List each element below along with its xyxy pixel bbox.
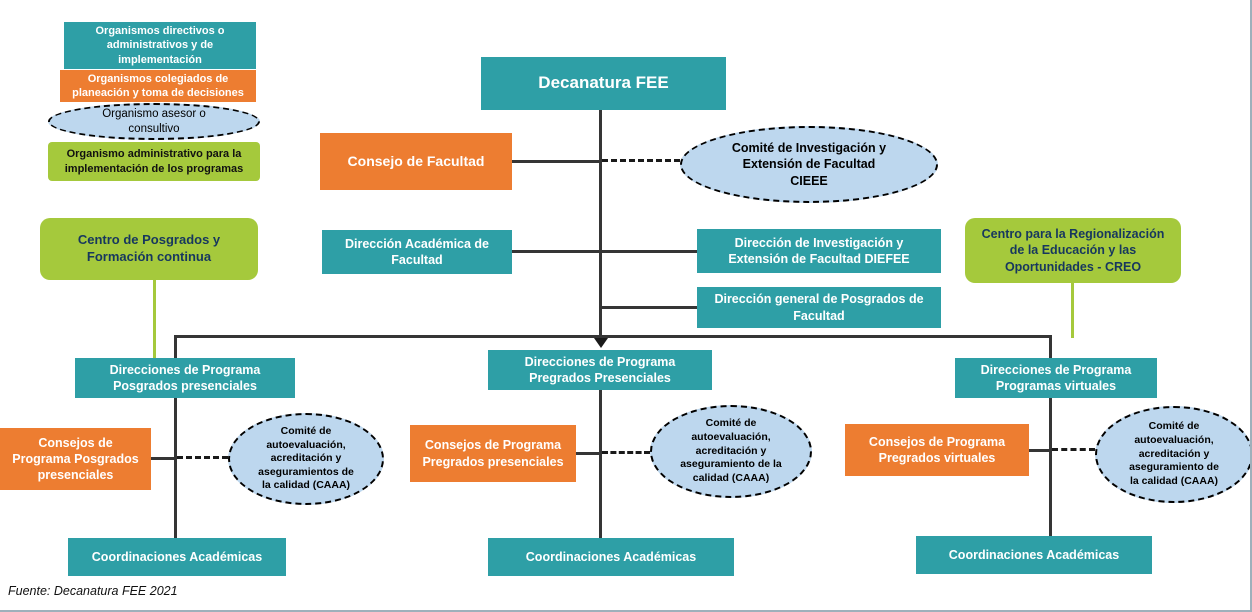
direcciones-pregrados-box: Direcciones de Programa Pregrados Presen… [488, 350, 712, 390]
connector-drop-right [1049, 335, 1052, 358]
coordinaciones-center-box: Coordinaciones Académicas [488, 538, 734, 576]
connector-drop-left [174, 335, 177, 358]
consejos-pregrados-box: Consejos de Programa Pregrados presencia… [410, 425, 576, 482]
comite-caaa-left-ellipse: Comité de autoevaluación, acreditación y… [228, 413, 384, 505]
legend-advisory-ellipse: Organismo asesor o consultivo [48, 103, 260, 140]
legend-collegiate-box: Organismos colegiados de planeación y to… [60, 70, 256, 102]
connector-branch-left [174, 398, 177, 538]
connector-spine-cieee-dashed [602, 159, 680, 162]
legend-directive-box: Organismos directivos o administrativos … [64, 22, 256, 69]
consejos-posgrados-box: Consejos de Programa Posgrados presencia… [0, 428, 151, 490]
connector-green-centro-posgrados [153, 280, 156, 358]
diefee-box: Dirección de Investigación y Extensión d… [697, 229, 941, 273]
direccion-academica-box: Dirección Académica de Facultad [322, 230, 512, 274]
connector-comite-right-dashed [1052, 448, 1095, 451]
connector-consejo-spine [512, 160, 600, 163]
connector-academica-diefee [512, 250, 697, 253]
connector-consejos-center [576, 452, 600, 455]
arrow-down-icon [594, 338, 608, 348]
creo-box: Centro para la Regionalización de la Edu… [965, 218, 1181, 283]
connector-distribution-bar [174, 335, 1052, 338]
connector-spine-posgrados [600, 306, 697, 309]
consejo-facultad-box: Consejo de Facultad [320, 133, 512, 190]
direcciones-posgrados-box: Direcciones de Programa Posgrados presen… [75, 358, 295, 398]
comite-caaa-right-ellipse: Comité de autoevaluación, acreditación y… [1095, 406, 1250, 503]
direccion-posgrados-box: Dirección general de Posgrados de Facult… [697, 287, 941, 328]
source-note: Fuente: Decanatura FEE 2021 [8, 584, 178, 598]
coordinaciones-right-box: Coordinaciones Académicas [916, 536, 1152, 574]
connector-consejos-left [151, 457, 174, 460]
connector-spine [599, 110, 602, 338]
coordinaciones-left-box: Coordinaciones Académicas [68, 538, 286, 576]
consejos-virtuales-box: Consejos de Programa Pregrados virtuales [845, 424, 1029, 476]
connector-comite-center-dashed [602, 451, 650, 454]
connector-comite-left-dashed [177, 456, 228, 459]
cieee-ellipse: Comité de Investigación y Extensión de F… [680, 126, 938, 203]
centro-posgrados-box: Centro de Posgrados y Formación continua [40, 218, 258, 280]
direcciones-virtuales-box: Direcciones de Programa Programas virtua… [955, 358, 1157, 398]
decanatura-fee-box: Decanatura FEE [481, 57, 726, 110]
connector-consejos-right [1029, 449, 1050, 452]
connector-green-creo [1071, 283, 1074, 338]
connector-branch-center [599, 390, 602, 538]
connector-branch-right [1049, 398, 1052, 536]
legend-administrative-box: Organismo administrativo para la impleme… [48, 142, 260, 181]
comite-caaa-center-ellipse: Comité de autoevaluación, acreditación y… [650, 405, 812, 498]
